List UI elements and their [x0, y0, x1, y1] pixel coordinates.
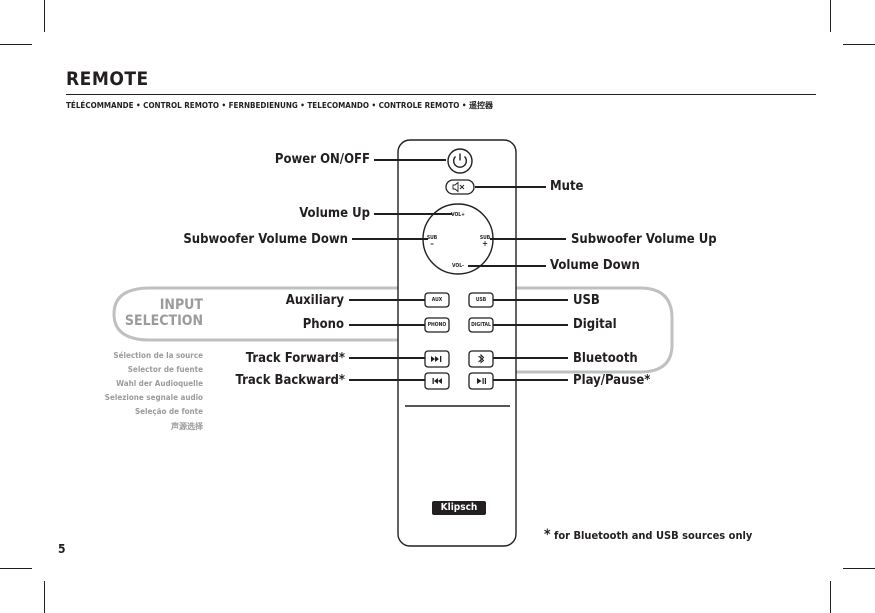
page-title: REMOTE: [66, 68, 149, 90]
callout-phono: Phono: [302, 317, 344, 332]
callout-track-backward: Track Backward*: [235, 373, 345, 388]
input-selection-title: INPUT SELECTION: [110, 297, 203, 329]
crop-mark: [0, 568, 32, 569]
sub-right-text: SUB: [479, 235, 491, 241]
translation-item: 声源选择: [171, 422, 203, 431]
mute-button: [445, 179, 475, 195]
callout-volume-up: Volume Up: [299, 206, 370, 221]
crop-mark: [44, 0, 45, 32]
callout-digital: Digital: [573, 317, 617, 332]
callout-play-pause: Play/Pause*: [573, 373, 651, 388]
callout-track-forward: Track Forward*: [245, 351, 345, 366]
klipsch-logo-plate: [432, 501, 486, 515]
crop-mark: [830, 581, 831, 613]
callout-sub-volume-up: Subwoofer Volume Up: [571, 232, 717, 247]
translation-item: Sélection de la source: [113, 351, 203, 360]
crop-mark: [843, 568, 875, 569]
remote-body: [397, 139, 517, 547]
sub-left-sign: –: [430, 239, 434, 248]
vol-up-label: VOL+: [451, 212, 465, 218]
callout-bluetooth: Bluetooth: [573, 351, 638, 366]
sub-left-text: SUB: [426, 235, 438, 241]
bluetooth-icon: [478, 353, 485, 364]
sub-left-label: SUB –: [425, 235, 439, 248]
sub-right-sign: +: [481, 239, 489, 248]
footnote-star: *: [544, 527, 551, 543]
track-forward-icon: [431, 356, 442, 362]
crop-mark: [843, 44, 875, 45]
sub-right-label: SUB +: [478, 235, 492, 248]
footnote-text: for Bluetooth and USB sources only: [550, 529, 753, 542]
translation-item: Seleção de fonte: [134, 407, 203, 416]
power-button: [447, 148, 473, 174]
translation-item: Wahl der Audioquelle: [116, 379, 203, 388]
crop-mark: [0, 44, 32, 45]
crop-mark: [830, 0, 831, 32]
digital-button-label: DIGITAL: [471, 322, 491, 328]
callout-mute: Mute: [550, 179, 584, 194]
vol-down-label: VOL-: [452, 263, 464, 269]
page-subtitle: TÉLÉCOMMANDE • CONTROL REMOTO • FERNBEDI…: [66, 101, 493, 110]
input-selection-title-line1: INPUT: [159, 297, 203, 313]
footnote: * for Bluetooth and USB sources only: [544, 527, 752, 543]
crop-mark: [44, 581, 45, 613]
callout-usb: USB: [573, 293, 600, 308]
callout-sub-volume-down: Subwoofer Volume Down: [183, 232, 348, 247]
phono-button-label: PHONO: [427, 322, 447, 328]
translation-item: Selector de fuente: [127, 365, 203, 374]
callout-power: Power ON/OFF: [274, 152, 370, 167]
input-selection-title-line2: SELECTION: [124, 313, 203, 329]
callout-lines: [349, 159, 568, 381]
klipsch-logo: Klipsch: [440, 502, 478, 513]
track-backward-icon: [432, 378, 442, 384]
play-pause-icon: [477, 378, 486, 384]
translation-item: Selezione segnale audio: [104, 393, 203, 402]
callout-auxiliary: Auxiliary: [285, 293, 344, 308]
usb-button-label: USB: [475, 297, 487, 303]
title-rule: [66, 94, 816, 95]
aux-button-label: AUX: [431, 297, 443, 303]
input-selection-translations: Sélection de la source Selector de fuent…: [60, 351, 203, 435]
callout-volume-down: Volume Down: [550, 258, 640, 273]
page-number: 5: [58, 542, 66, 556]
